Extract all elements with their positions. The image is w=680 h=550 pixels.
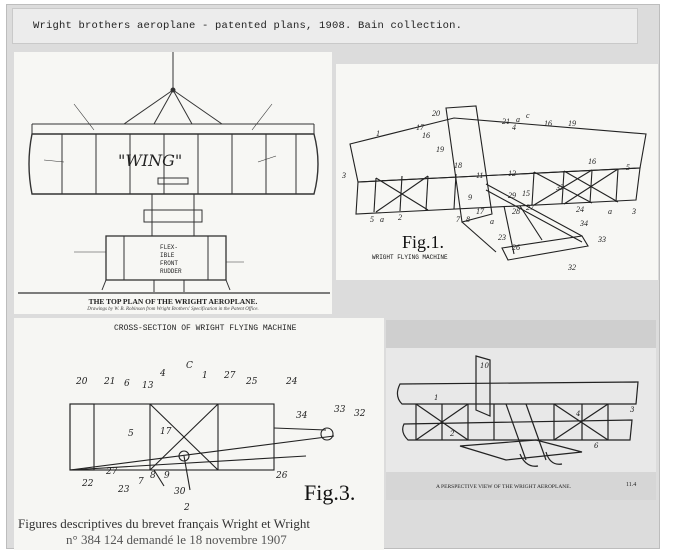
svg-text:C: C xyxy=(186,361,193,371)
svg-text:12: 12 xyxy=(508,169,516,178)
svg-text:16: 16 xyxy=(422,131,430,140)
svg-text:23: 23 xyxy=(117,485,130,495)
svg-text:19: 19 xyxy=(436,145,444,154)
svg-text:21: 21 xyxy=(502,117,510,126)
fig3-top-caption: CROSS-SECTION OF WRIGHT FLYING MACHINE xyxy=(114,324,297,333)
svg-text:19: 19 xyxy=(568,119,576,128)
svg-text:27: 27 xyxy=(223,371,236,381)
svg-text:33: 33 xyxy=(334,405,346,415)
fig3-bottom-caption: Figures descriptives du brevet français … xyxy=(18,516,310,531)
svg-text:4: 4 xyxy=(159,369,166,379)
svg-text:16: 16 xyxy=(588,157,596,166)
svg-text:32: 32 xyxy=(567,263,576,272)
svg-text:1: 1 xyxy=(434,394,438,402)
top-plan-panel: "WING" FLEX- IBLE FRONT RUDDER THE TOP P… xyxy=(14,52,332,314)
fig3-bottom-caption-2: n° 384 124 demandé le 18 novembre 1907 xyxy=(66,532,287,547)
svg-text:20: 20 xyxy=(75,377,88,387)
svg-text:32: 32 xyxy=(354,409,366,419)
svg-text:28: 28 xyxy=(512,207,520,216)
fig1-subtitle: WRIGHT FLYING MACHINE xyxy=(372,254,448,261)
svg-text:21: 21 xyxy=(103,377,115,387)
svg-text:8: 8 xyxy=(150,471,156,481)
svg-text:2: 2 xyxy=(398,213,402,222)
svg-text:9: 9 xyxy=(164,471,170,481)
svg-text:3: 3 xyxy=(341,171,346,180)
svg-text:30: 30 xyxy=(174,487,186,497)
svg-text:10: 10 xyxy=(480,362,489,370)
svg-text:8: 8 xyxy=(466,215,470,224)
svg-text:13: 13 xyxy=(142,381,154,391)
svg-text:26: 26 xyxy=(275,471,288,481)
svg-text:1: 1 xyxy=(376,129,380,138)
svg-text:33: 33 xyxy=(555,183,564,192)
perspective-plate-number: 11.4 xyxy=(626,482,637,488)
wing-label: "WING" xyxy=(118,151,182,170)
svg-text:34: 34 xyxy=(296,411,308,421)
svg-text:15: 15 xyxy=(522,189,530,198)
fig1-label: Fig.1. xyxy=(402,232,445,252)
svg-text:4: 4 xyxy=(575,410,580,418)
rudder-label-line-3: FRONT xyxy=(160,260,178,267)
svg-text:22: 22 xyxy=(81,479,94,489)
fig3-label: Fig.3. xyxy=(304,480,356,505)
svg-text:17: 17 xyxy=(476,207,485,216)
svg-text:27: 27 xyxy=(105,467,118,477)
svg-text:24: 24 xyxy=(285,377,298,387)
svg-text:2: 2 xyxy=(183,503,190,513)
svg-text:a: a xyxy=(490,217,494,226)
svg-text:5: 5 xyxy=(370,215,374,224)
svg-text:1: 1 xyxy=(202,371,208,381)
svg-text:a: a xyxy=(380,215,384,224)
svg-text:3: 3 xyxy=(631,207,636,216)
rudder-label-line-4: RUDDER xyxy=(160,268,182,275)
svg-text:17: 17 xyxy=(160,427,172,437)
svg-text:a: a xyxy=(608,207,612,216)
svg-text:7: 7 xyxy=(138,477,144,487)
svg-text:3: 3 xyxy=(630,406,635,414)
rudder-label-line-2: IBLE xyxy=(160,252,175,259)
top-plan-title: THE TOP PLAN OF THE WRIGHT AEROPLANE. xyxy=(88,297,258,306)
collection-caption-strip: Wright brothers aeroplane - patented pla… xyxy=(12,8,638,44)
svg-text:9: 9 xyxy=(468,193,472,202)
top-plan-drawing: "WING" FLEX- IBLE FRONT RUDDER xyxy=(18,52,330,294)
svg-text:33: 33 xyxy=(597,235,606,244)
svg-text:2: 2 xyxy=(449,430,455,438)
svg-text:5: 5 xyxy=(626,163,630,172)
svg-text:25: 25 xyxy=(245,377,258,387)
svg-text:11: 11 xyxy=(476,171,483,180)
svg-text:5: 5 xyxy=(128,429,134,439)
rudder-label-line-1: FLEX- xyxy=(160,244,178,251)
svg-text:4: 4 xyxy=(512,123,516,132)
svg-text:23: 23 xyxy=(498,233,506,242)
svg-text:20: 20 xyxy=(432,109,440,118)
perspective-drawing: 1 10 3 2 4 6 xyxy=(386,320,656,500)
svg-text:26: 26 xyxy=(512,243,520,252)
svg-text:6: 6 xyxy=(594,442,599,450)
svg-text:18: 18 xyxy=(454,161,462,170)
svg-text:a: a xyxy=(516,115,520,124)
svg-text:16: 16 xyxy=(544,119,552,128)
perspective-panel: 1 10 3 2 4 6 A PERSPECTIVE VIEW OF THE WRIGH… xyxy=(386,320,656,500)
svg-text:7: 7 xyxy=(456,215,461,224)
svg-text:6: 6 xyxy=(124,379,130,389)
svg-text:34: 34 xyxy=(579,219,588,228)
fig3-panel: CROSS-SECTION OF WRIGHT FLYING MACHINE 2… xyxy=(14,318,384,550)
collection-caption: Wright brothers aeroplane - patented pla… xyxy=(33,20,463,32)
svg-text:27: 27 xyxy=(526,203,535,212)
svg-text:c: c xyxy=(526,111,530,120)
svg-text:29: 29 xyxy=(508,191,516,200)
perspective-caption: A PERSPECTIVE VIEW OF THE WRIGHT AEROPLA… xyxy=(436,484,572,490)
svg-text:17: 17 xyxy=(416,123,425,132)
svg-text:24: 24 xyxy=(576,205,584,214)
top-plan-credit: Drawings by W. B. Robinson from Wright B… xyxy=(87,307,259,312)
